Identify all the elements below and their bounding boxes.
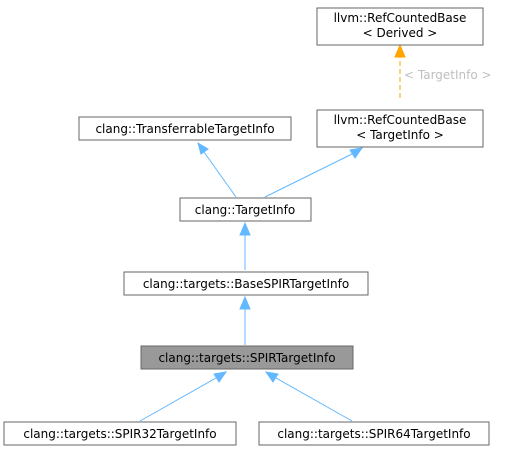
- node-target-info-label: clang::TargetInfo: [195, 203, 295, 217]
- edge-spir64-to-spir: [264, 371, 353, 422]
- node-base-spir-target-info[interactable]: clang::targets::BaseSPIRTargetInfo: [123, 271, 369, 296]
- nodes: llvm::RefCountedBase < Derived > llvm::R…: [3, 7, 490, 446]
- template-edge: < TargetInfo >: [394, 43, 492, 98]
- node-spir-target-info-label: clang::targets::SPIRTargetInfo: [158, 351, 335, 365]
- node-spir-target-info[interactable]: clang::targets::SPIRTargetInfo: [140, 345, 354, 370]
- node-refcountedbase-targetinfo-line1: llvm::RefCountedBase: [334, 113, 467, 127]
- node-transferrable-target-info-label: clang::TransferrableTargetInfo: [95, 122, 274, 136]
- edge-spir-to-basespir: [239, 295, 251, 345]
- node-refcountedbase-targetinfo[interactable]: llvm::RefCountedBase < TargetInfo >: [316, 109, 484, 148]
- node-refcountedbase-derived-line1: llvm::RefCountedBase: [334, 11, 467, 25]
- edges: < TargetInfo >: [139, 43, 492, 422]
- node-spir64-target-info-label: clang::targets::SPIR64TargetInfo: [277, 427, 470, 441]
- edge-targetinfo-to-transferable: [197, 141, 237, 198]
- node-target-info[interactable]: clang::TargetInfo: [179, 197, 312, 222]
- node-spir32-target-info-label: clang::targets::SPIR32TargetInfo: [23, 427, 216, 441]
- edge-spir32-to-spir: [139, 371, 228, 422]
- node-refcountedbase-targetinfo-line2: < TargetInfo >: [356, 128, 444, 142]
- node-transferrable-target-info[interactable]: clang::TransferrableTargetInfo: [78, 116, 292, 141]
- node-refcountedbase-derived-line2: < Derived >: [363, 26, 438, 40]
- edge-targetinfo-to-refcounted: [264, 147, 364, 198]
- template-edge-label: < TargetInfo >: [404, 68, 492, 82]
- edge-basespir-to-targetinfo: [239, 221, 251, 270]
- template-edge-arrowhead: [394, 43, 406, 58]
- node-base-spir-target-info-label: clang::targets::BaseSPIRTargetInfo: [143, 277, 349, 291]
- node-spir32-target-info[interactable]: clang::targets::SPIR32TargetInfo: [3, 421, 237, 446]
- node-refcountedbase-derived[interactable]: llvm::RefCountedBase < Derived >: [316, 7, 484, 46]
- node-spir64-target-info[interactable]: clang::targets::SPIR64TargetInfo: [258, 421, 490, 446]
